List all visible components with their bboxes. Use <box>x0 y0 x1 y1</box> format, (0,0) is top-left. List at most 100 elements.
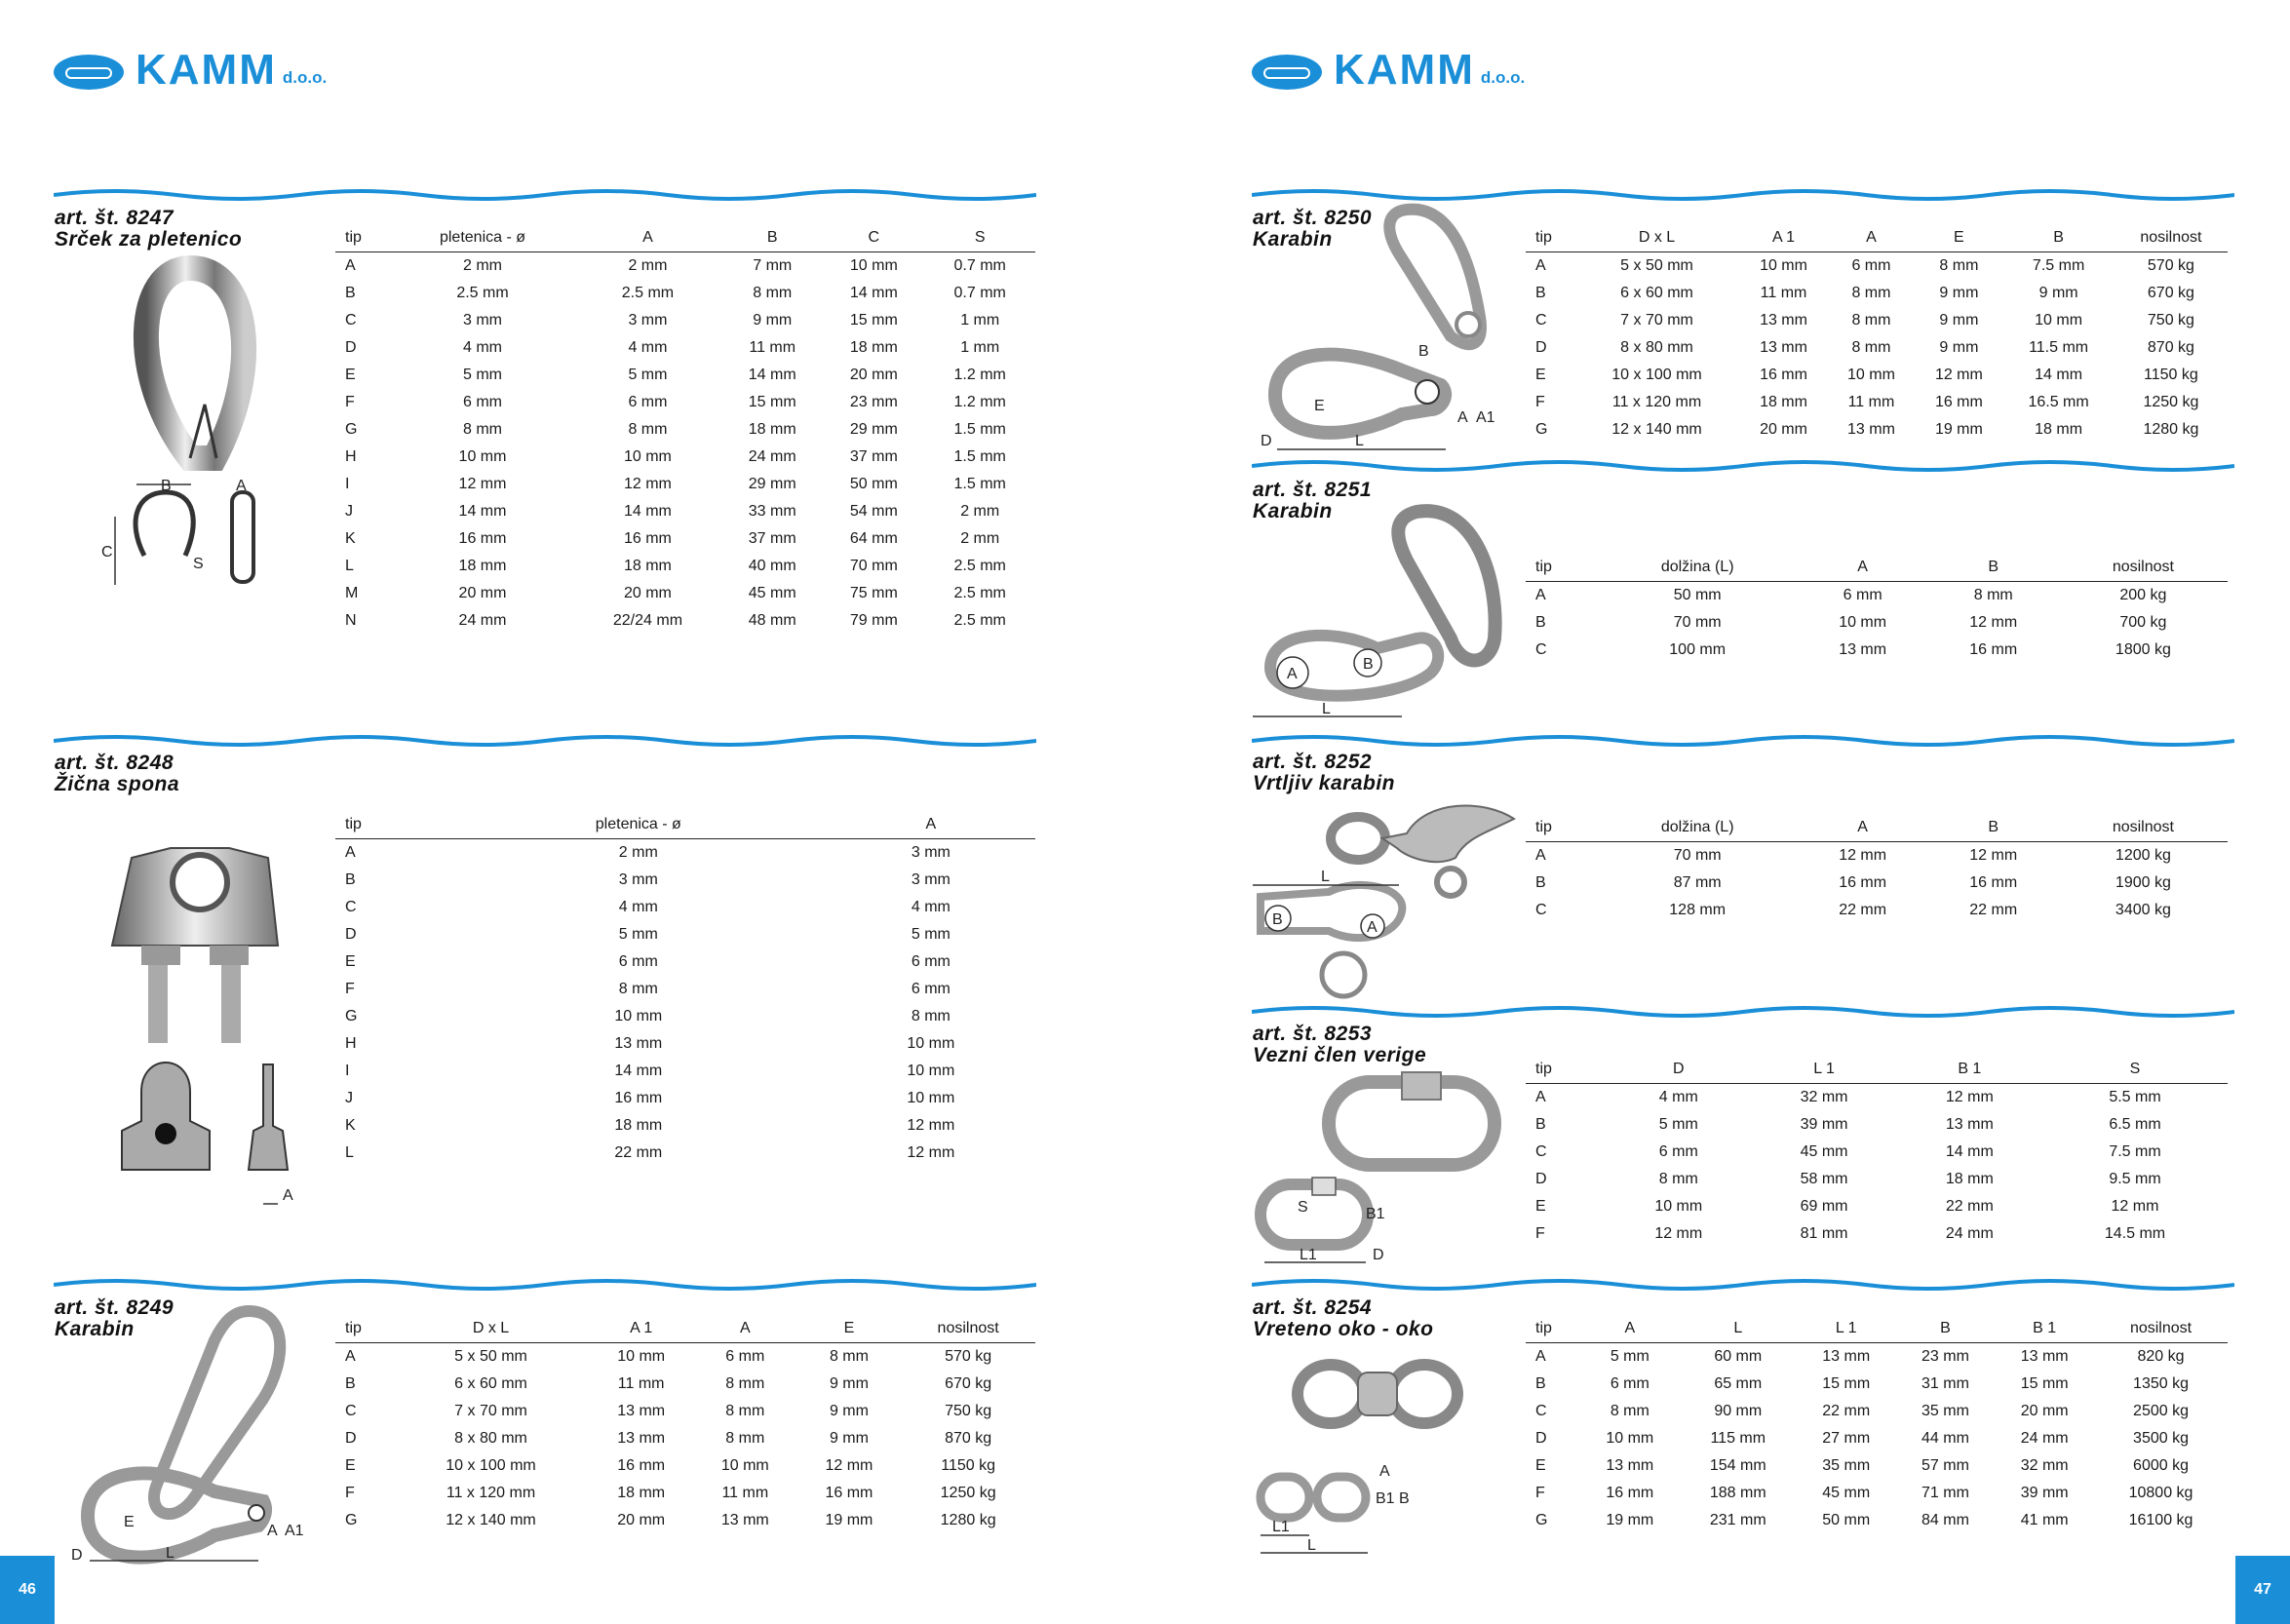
table-cell: 69 mm <box>1800 1198 1848 1215</box>
table-cell: 10 x 100 mm <box>446 1457 536 1474</box>
table-cell: 670 kg <box>945 1375 992 1392</box>
product-header-8254: art. št. 8254 Vreteno oko - oko <box>1253 1297 1433 1340</box>
product-name: Karabin <box>55 1318 135 1340</box>
table-cell: 16 mm <box>1760 367 1807 383</box>
table-cell: 4 mm <box>618 899 658 915</box>
table-cell: M <box>345 585 359 601</box>
table-cell: 11 mm <box>617 1375 665 1392</box>
table-cell: 24 mm <box>748 448 796 465</box>
table-cell: 154 mm <box>1709 1457 1766 1474</box>
dim-label-l1: L1 <box>1300 1247 1317 1263</box>
table-cell: 16 mm <box>1969 641 2018 658</box>
table-cell: 1250 kg <box>2143 394 2199 410</box>
table-cell: 9 mm <box>829 1430 869 1447</box>
table-cell: E <box>345 1457 356 1474</box>
table-cell: 6 x 60 mm <box>454 1375 527 1392</box>
table-cell: 14 mm <box>458 503 507 520</box>
table-cell: 1150 kg <box>941 1457 995 1474</box>
table-cell: 20 mm <box>849 367 898 383</box>
carabiner-illustration: E A A1 D L <box>71 1304 304 1565</box>
table-cell: D <box>1535 339 1547 356</box>
table-cell: 4 mm <box>463 339 502 356</box>
table-cell: 10 mm <box>1760 257 1807 274</box>
column-header: tip <box>335 1318 393 1343</box>
table-cell: 14 mm <box>1945 1143 1994 1160</box>
table-cell: D <box>345 1430 357 1447</box>
table-cell: A <box>345 1348 356 1365</box>
dim-label-a: A <box>1287 666 1298 682</box>
table-cell: 20 mm <box>623 585 672 601</box>
kamm-logo-icon <box>54 55 124 90</box>
table-cell: B <box>345 871 356 888</box>
table-cell: 10 mm <box>907 1035 955 1052</box>
table-cell: 9 mm <box>829 1403 869 1419</box>
table-cell: B <box>1535 1116 1546 1133</box>
table-cell: H <box>345 1035 357 1052</box>
column-header: E <box>796 1318 902 1343</box>
table-cell: 9 mm <box>1939 312 1979 329</box>
table-cell: 10 mm <box>458 448 507 465</box>
table-cell: 10 mm <box>849 257 898 274</box>
table-cell: 12 x 140 mm <box>446 1512 536 1528</box>
column-header: tip <box>1526 227 1574 252</box>
column-header: A <box>826 814 1035 839</box>
table-cell: 2.5 mm <box>621 285 675 301</box>
table-cell: 7 x 70 mm <box>1620 312 1693 329</box>
table-cell: 13 mm <box>1847 421 1895 438</box>
table-cell: 13 mm <box>617 1403 666 1419</box>
table-cell: 8 mm <box>1851 312 1891 329</box>
table-cell: 570 kg <box>945 1348 992 1365</box>
table-cell: 65 mm <box>1714 1375 1763 1392</box>
table-cell: 12 mm <box>458 476 507 492</box>
table-cell: B <box>1535 614 1546 631</box>
table-cell: F <box>1535 394 1545 410</box>
table-cell: 3400 kg <box>2115 902 2171 918</box>
column-header: nosilnost <box>901 1318 1035 1343</box>
table-cell: 5 x 50 mm <box>454 1348 527 1365</box>
table-cell: 11 mm <box>749 339 796 356</box>
table-cell: 10 mm <box>1839 614 1887 631</box>
column-header: tip <box>1526 817 1598 842</box>
table-cell: 24 mm <box>1945 1225 1994 1242</box>
quick-link-illustration: S B1 L1 D <box>1255 1071 1501 1263</box>
table-cell: 29 mm <box>748 476 796 492</box>
table-cell: F <box>345 1485 355 1501</box>
table-cell: 39 mm <box>2020 1485 2069 1501</box>
dim-label-e: E <box>1314 398 1325 414</box>
table-cell: G <box>345 421 358 438</box>
product-name: Karabin <box>1253 500 1333 522</box>
table-cell: 1.5 mm <box>953 421 1006 438</box>
table-cell: 16 mm <box>1934 394 1983 410</box>
table-cell: 128 mm <box>1669 902 1727 918</box>
dim-label-d: D <box>1261 433 1272 449</box>
product-header-8247: art. št. 8247 Srček za pletenico <box>55 208 242 251</box>
table-cell: G <box>1535 1512 1548 1528</box>
column-header: tip <box>335 814 450 839</box>
table-cell: 6 mm <box>463 394 502 410</box>
wave-divider <box>54 735 1036 747</box>
table-cell: B <box>1535 1375 1546 1392</box>
table-cell: 3 mm <box>911 844 951 861</box>
table-cell: L <box>345 1144 354 1161</box>
table-cell: 13 mm <box>1839 641 1887 658</box>
table-cell: 1280 kg <box>2143 421 2199 438</box>
table-cell: 18 mm <box>623 558 672 574</box>
table-cell: 16 mm <box>825 1485 873 1501</box>
dim-label-s: S <box>193 556 204 572</box>
table-cell: 6000 kg <box>2133 1457 2189 1474</box>
table-cell: 8 x 80 mm <box>1620 339 1693 356</box>
wave-divider <box>1252 189 2234 201</box>
table-cell: 9 mm <box>829 1375 869 1392</box>
table-cell: 3 mm <box>618 871 658 888</box>
table-cell: C <box>1535 641 1547 658</box>
table-cell: N <box>345 612 357 629</box>
table-cell: F <box>345 981 355 997</box>
table-cell: 700 kg <box>2119 614 2167 631</box>
